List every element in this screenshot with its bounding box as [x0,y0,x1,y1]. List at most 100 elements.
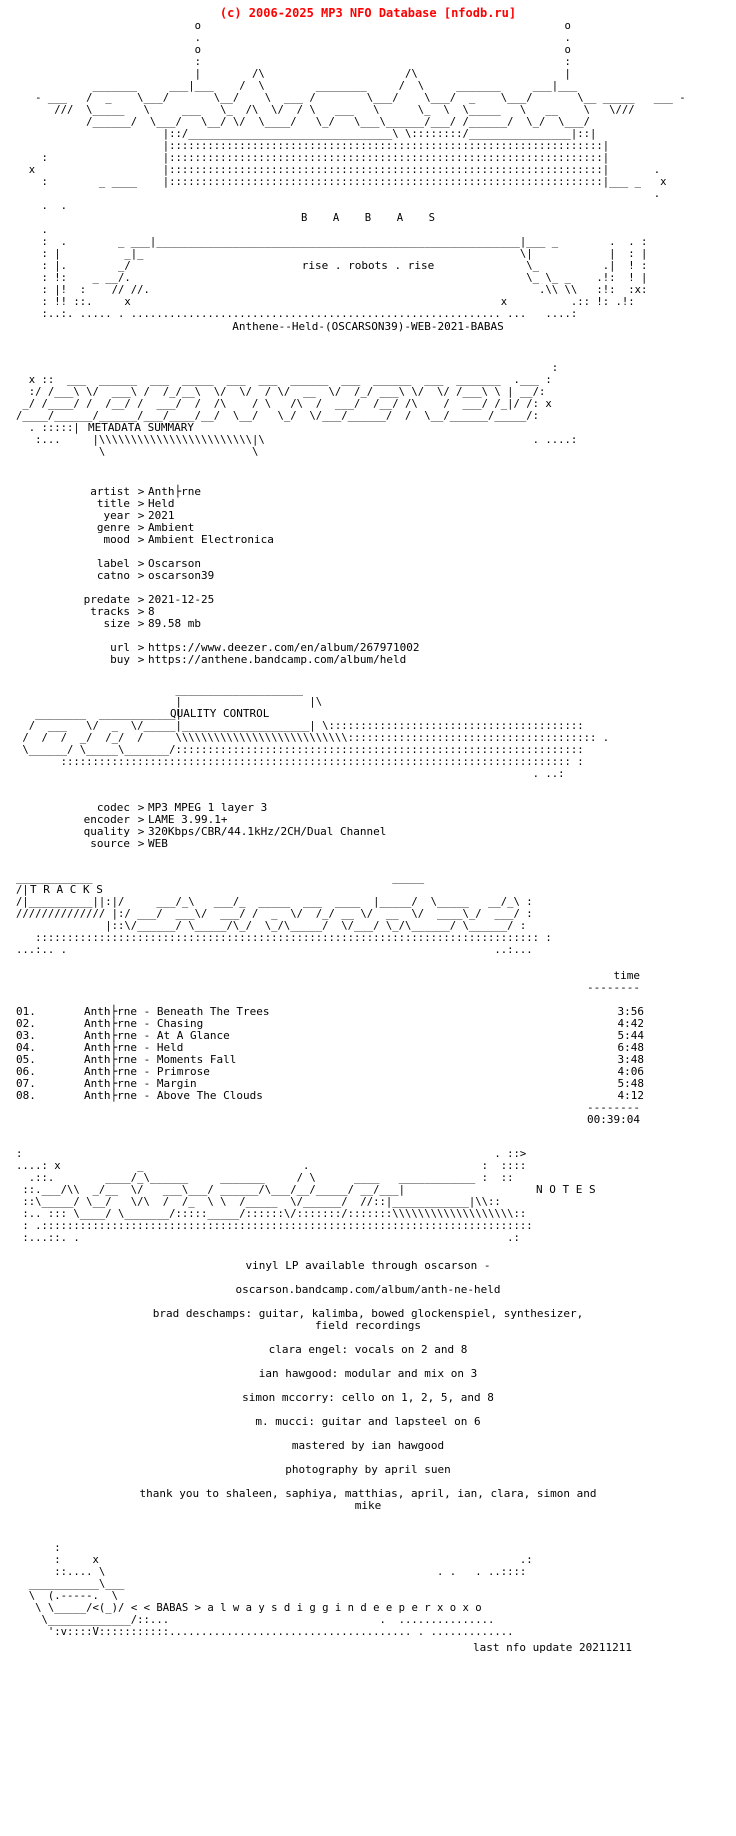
quality-header-art: ____________________ | |\ ________ _____… [35,684,323,720]
separator: > [137,569,145,582]
notes-section-title: N O T E S [536,1183,596,1196]
quality-header-art-lower: / ___ \/ _ \/_____|____________________|… [22,720,610,780]
footer-slogan: \ \_____/<(_)/ < < BABAS > a l w a y s d… [16,1602,720,1614]
footer-slogan-text: < < BABAS > a l w a y s d i g g i n d e … [130,1602,482,1614]
track-number: 04. [16,1041,36,1054]
tracklist-total-rule-row: -------- [16,1102,720,1114]
track-row: 03. Anth├rne - At A Glance 5:44 [16,1030,720,1042]
track-label: Anth├rne - Moments Fall [84,1053,237,1066]
track-number: 01. [16,1005,36,1018]
meta-size-row: size >89.58 mb [16,618,720,630]
meta-size-label: size [103,617,131,630]
quality-block: codec>MP3 MPEG 1 layer 3 encoder>LAME 3.… [16,802,720,850]
quality-encoder-value: LAME 3.99.1+ [148,813,228,826]
logo-tagline: rise . robots . rise [301,259,435,272]
metadata-header-art-lower: :... |\\\\\\\\\\\\\\\\\\\\\\\\|\ . ....:… [35,434,578,458]
track-number: 03. [16,1029,36,1042]
nfo-document: (c) 2006-2025 MP3 NFO Database [nfodb.ru… [16,6,720,1654]
track-artist: Anth├rne [84,1041,137,1054]
meta-genre-label: genre [96,521,130,534]
nfodb-header-link[interactable]: (c) 2006-2025 MP3 NFO Database [nfodb.ru… [219,6,517,20]
separator: > [137,605,145,618]
meta-genre-row: genre>Ambient [16,522,720,534]
tracklist-rule-row: -------- [16,982,720,994]
notes-block: vinyl LP available through oscarson - os… [16,1260,720,1512]
note-line[interactable]: oscarson.bandcamp.com/album/anth-ne-held [235,1283,501,1296]
quality-codec-value: MP3 MPEG 1 layer 3 [148,801,268,814]
note-line: clara engel: vocals on 2 and 8 [268,1343,468,1356]
separator: > [137,825,145,838]
track-number: 06. [16,1065,36,1078]
track-number: 07. [16,1077,36,1090]
time-rule: -------- [587,981,640,994]
note-line: mastered by ian hawgood [291,1439,445,1452]
quality-section-title: QUALITY CONTROL [170,707,270,720]
track-label: Anth├rne - Held [84,1041,184,1054]
meta-catno-label: catno [96,569,130,582]
tracks-header-art-lower: /|__________||:|/ ___/_\ ___/_ _____ ___… [16,896,552,956]
metadata-header-art: : x :: ___ ______ ___ _____ ___ ___ ____… [16,362,559,434]
separator: > [137,837,145,850]
meta-buy-link[interactable]: https://anthene.bandcamp.com/album/held [148,653,407,666]
quality-encoder-row: encoder >LAME 3.99.1+ [16,814,720,826]
note-line: vinyl LP available through oscarson - [245,1259,491,1272]
separator: > [137,497,145,510]
time-header: time [613,969,641,982]
meta-size-value: 89.58 mb [148,617,201,630]
meta-predate-row: predate>2021-12-25 [16,594,720,606]
track-artist: Anth├rne [84,1005,137,1018]
tracklist-total-row: 00:39:04 [16,1114,720,1126]
track-label: Anth├rne - Chasing [84,1017,204,1030]
track-artist: Anth├rne [84,1077,137,1090]
track-title: Beneath The Trees [156,1005,270,1018]
meta-label-row: label>Oscarson [16,558,720,570]
note-line: brad deschamps: guitar, kalimba, bowed g… [152,1307,584,1332]
meta-predate-label: predate [83,593,130,606]
track-time: 4:06 [617,1065,645,1078]
separator: > [137,617,145,630]
track-title: Margin [156,1077,197,1090]
track-time: 5:44 [617,1029,645,1042]
track-label: Anth├rne - Above The Clouds [84,1089,263,1102]
footer-art-lower: \_____________/::... . ............... '… [41,1614,514,1638]
separator: > [137,653,145,666]
track-number: 08. [16,1089,36,1102]
meta-tracks-row: tracks>8 [16,606,720,618]
track-time: 5:48 [617,1077,645,1090]
metadata-section-title: METADATA SUMMARY [88,421,194,434]
meta-catno-row: catno >oscarson39 [16,570,720,582]
meta-catno-value: oscarson39 [148,569,215,582]
total-rule: -------- [587,1101,640,1114]
metadata-block: artist>Anth├rne title>Held year>2021 gen… [16,486,720,666]
quality-encoder-label: encoder [83,813,130,826]
notes-header-art: : . ::> ....: x _ . : :::: .::. ____/_\_… [16,1148,527,1196]
meta-predate-value: 2021-12-25 [148,593,215,606]
total-time: 00:39:04 [587,1113,640,1126]
track-title: Above The Clouds [156,1089,263,1102]
separator: > [137,509,145,522]
meta-url-label: url [110,641,130,654]
meta-year-value: 2021 [148,509,175,522]
babas-logo-art: o o . . o [28,20,686,212]
meta-artist-label: artist [90,485,130,498]
track-label: Anth├rne - At A Glance [84,1029,230,1042]
babas-logo-art-lower: . : . _ ___|____________________________… [41,224,648,320]
track-title: Primrose [156,1065,210,1078]
track-artist: Anth├rne [84,1065,137,1078]
separator: > [137,521,145,534]
track-title: Moments Fall [156,1053,237,1066]
meta-url-link[interactable]: https://www.deezer.com/en/album/26797100… [148,641,420,654]
meta-artist-row: artist>Anth├rne [16,486,720,498]
track-artist: Anth├rne [84,1053,137,1066]
meta-title-row: title>Held [16,498,720,510]
last-update: last nfo update 20211211 [473,1641,632,1654]
track-label: Anth├rne - Beneath The Trees [84,1005,270,1018]
release-name: Anthene--Held-(OSCARSON39)-WEB-2021-BABA… [232,320,504,333]
separator: > [137,813,145,826]
tracklist-time-header-row: time [16,970,720,982]
